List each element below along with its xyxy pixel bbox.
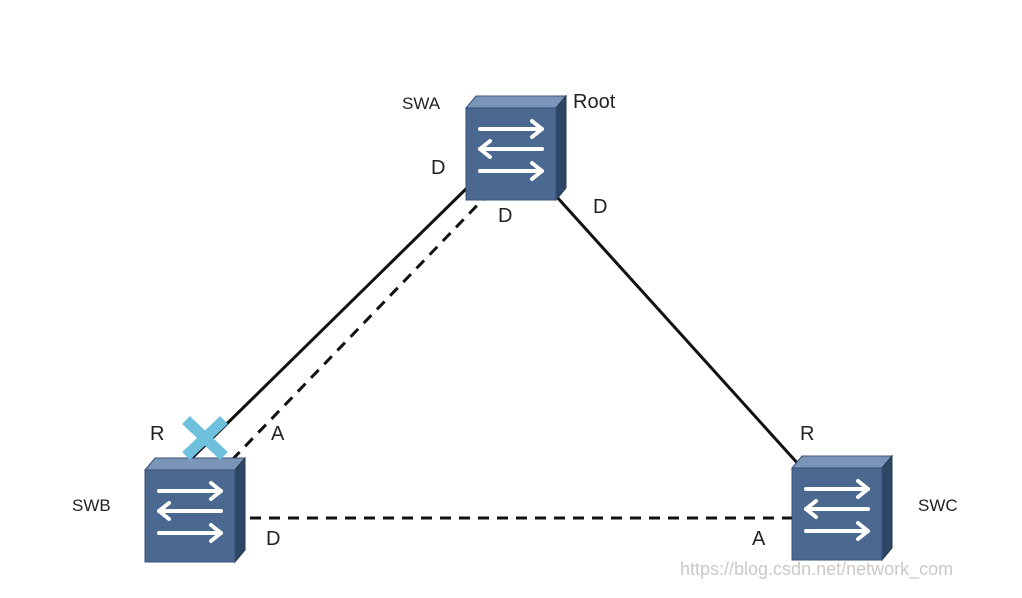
switch-swb-icon[interactable] — [143, 456, 247, 564]
port-role-swb-swa-dashed: A — [271, 423, 285, 445]
link-swa-swb-solid — [190, 183, 472, 460]
link-swa-swb-dashed — [228, 190, 492, 464]
switch-swb-label: SWB — [72, 496, 111, 515]
watermark-text: https://blog.csdn.net/network_com — [680, 559, 954, 579]
root-bridge-label: Root — [573, 91, 616, 113]
switch-swc-label: SWC — [918, 496, 958, 515]
port-role-swc-swb: A — [752, 528, 766, 550]
switch-swa-icon[interactable] — [464, 94, 568, 202]
port-role-swa-swb-dashed: D — [498, 205, 513, 227]
link-swa-swc — [554, 194, 802, 468]
switch-swc-icon[interactable] — [790, 454, 894, 562]
port-role-swc-swa: R — [800, 423, 815, 445]
port-role-swa-swb: D — [431, 157, 446, 179]
port-role-swa-swc: D — [593, 196, 608, 218]
switch-swa-label: SWA — [402, 94, 441, 113]
port-role-swb-swa: R — [150, 423, 165, 445]
port-role-swb-swc: D — [266, 528, 281, 550]
blocked-port-icon — [182, 416, 228, 460]
